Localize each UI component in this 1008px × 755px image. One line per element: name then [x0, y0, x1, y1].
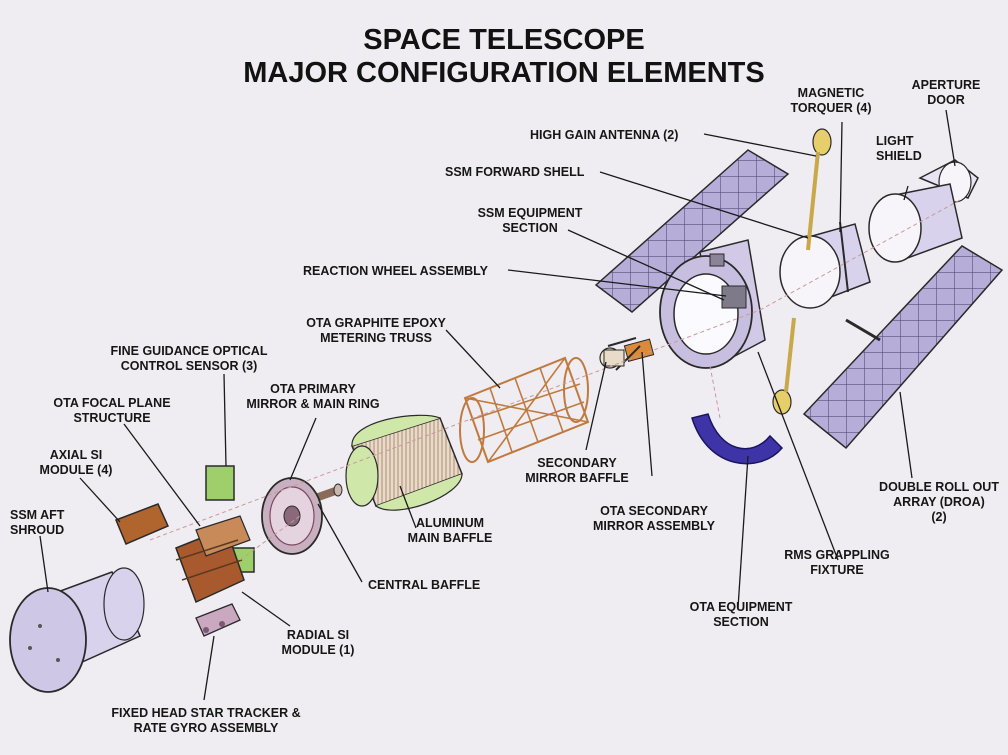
- label-ota-truss-line1: OTA GRAPHITE EPOXY: [306, 316, 446, 330]
- high-gain-antenna-bottom: [772, 317, 796, 415]
- label-aluminum-baffle-line1: ALUMINUM: [415, 516, 485, 530]
- label-fgs-line1: FINE GUIDANCE OPTICAL: [110, 344, 268, 358]
- label-ssm-aft-line2: SHROUD: [10, 523, 65, 537]
- label-droa-line3: (2): [931, 510, 947, 524]
- label-central-baffle: CENTRAL BAFFLE: [368, 578, 481, 592]
- ota-primary-mirror: [261, 477, 323, 555]
- label-ota-focal-line2: STRUCTURE: [73, 411, 151, 425]
- high-gain-antenna-top: [806, 128, 832, 251]
- label-aluminum-baffle-line2: MAIN BAFFLE: [407, 531, 493, 545]
- title-line-2: MAJOR CONFIGURATION ELEMENTS: [243, 57, 765, 89]
- label-droa-line1: DOUBLE ROLL OUT: [879, 480, 999, 494]
- label-ota-primary-line2: MIRROR & MAIN RING: [246, 397, 380, 411]
- label-magnetic-torquer: MAGNETIC TORQUER (4): [790, 86, 872, 116]
- aluminum-main-baffle: [345, 414, 463, 511]
- label-reaction-wheel-assembly: REACTION WHEEL ASSEMBLY: [303, 264, 488, 278]
- label-ota-focal-line1: OTA FOCAL PLANE: [53, 396, 171, 410]
- ota-equipment-section: [691, 413, 784, 465]
- axial-si-module: [115, 503, 169, 545]
- label-ota-primary-mirror: OTA PRIMARY MIRROR & MAIN RING: [238, 382, 388, 412]
- label-ota-truss-line2: METERING TRUSS: [320, 331, 432, 345]
- label-ota-metering-truss: OTA GRAPHITE EPOXY METERING TRUSS: [296, 316, 456, 346]
- label-ssm-equipment-line2: SECTION: [502, 221, 558, 235]
- label-aperture-door-line1: APERTURE: [911, 78, 981, 92]
- label-radial-si-module: RADIAL SI MODULE (1): [270, 628, 366, 658]
- label-aluminum-main-baffle: ALUMINUM MAIN BAFFLE: [400, 516, 500, 546]
- label-radial-si-line1: RADIAL SI: [286, 628, 350, 642]
- label-droa: DOUBLE ROLL OUT ARRAY (DROA) (2): [876, 480, 1002, 525]
- label-ota-equipment-line2: SECTION: [713, 615, 769, 629]
- label-ota-equipment-line1: OTA EQUIPMENT: [689, 600, 793, 614]
- label-fine-guidance-sensor: FINE GUIDANCE OPTICAL CONTROL SENSOR (3): [104, 344, 274, 374]
- label-fgs-line2: CONTROL SENSOR (3): [120, 359, 258, 373]
- ssm-equipment-section: [659, 239, 766, 369]
- secondary-mirror-baffle: [599, 347, 625, 369]
- light-shield: [868, 183, 963, 263]
- label-ssm-aft-line1: SSM AFT: [10, 508, 65, 522]
- title-line-1: SPACE TELESCOPE: [363, 24, 645, 56]
- ssm-forward-shell: [779, 221, 871, 309]
- label-secondary-mirror-baffle: SECONDARY MIRROR BAFFLE: [520, 456, 634, 486]
- leader-lines: [39, 109, 956, 701]
- label-axial-si-line2: MODULE (4): [39, 463, 113, 477]
- label-ssm-equipment-line1: SSM EQUIPMENT: [477, 206, 583, 220]
- label-magnetic-torquer-line1: MAGNETIC: [797, 86, 865, 100]
- label-fhst-line1: FIXED HEAD STAR TRACKER &: [111, 706, 301, 720]
- ssm-aft-shroud: [9, 567, 145, 693]
- droa-right-panel: [802, 245, 1004, 450]
- label-ssm-forward-shell: SSM FORWARD SHELL: [445, 165, 585, 179]
- label-ota-equipment-section: OTA EQUIPMENT SECTION: [676, 600, 806, 630]
- label-rms-line2: FIXTURE: [810, 563, 864, 577]
- droa-left-panel: [594, 149, 790, 313]
- label-light-shield: LIGHT SHIELD: [876, 134, 922, 164]
- label-light-shield-line1: LIGHT: [876, 134, 914, 148]
- label-fhst-line2: RATE GYRO ASSEMBLY: [133, 721, 279, 735]
- label-high-gain-antenna: HIGH GAIN ANTENNA (2): [530, 128, 679, 142]
- ota-metering-truss: [459, 356, 590, 464]
- label-fixed-head-star-tracker: FIXED HEAD STAR TRACKER & RATE GYRO ASSE…: [66, 706, 346, 736]
- label-ota-secondary-line1: OTA SECONDARY: [600, 504, 708, 518]
- label-magnetic-torquer-line2: TORQUER (4): [790, 101, 872, 115]
- fixed-head-star-tracker: [195, 603, 241, 637]
- label-light-shield-line2: SHIELD: [876, 149, 922, 163]
- label-rms-line1: RMS GRAPPLING: [784, 548, 890, 562]
- label-ota-secondary-mirror-assembly: OTA SECONDARY MIRROR ASSEMBLY: [584, 504, 724, 534]
- label-ota-primary-line1: OTA PRIMARY: [270, 382, 356, 396]
- label-aperture-door-line2: DOOR: [927, 93, 965, 107]
- label-secondary-baffle-line1: SECONDARY: [537, 456, 617, 470]
- label-droa-line2: ARRAY (DROA): [893, 495, 985, 509]
- label-ssm-aft-shroud: SSM AFT SHROUD: [10, 508, 64, 538]
- label-secondary-baffle-line2: MIRROR BAFFLE: [525, 471, 629, 485]
- label-ssm-equipment-section: SSM EQUIPMENT SECTION: [470, 206, 590, 236]
- label-rms-grappling-fixture: RMS GRAPPLING FIXTURE: [776, 548, 898, 578]
- label-aperture-door: APERTURE DOOR: [908, 78, 984, 108]
- label-axial-si-module: AXIAL SI MODULE (4): [34, 448, 118, 478]
- label-axial-si-line1: AXIAL SI: [49, 448, 103, 462]
- label-ota-secondary-line2: MIRROR ASSEMBLY: [592, 519, 715, 533]
- label-ota-focal-plane: OTA FOCAL PLANE STRUCTURE: [50, 396, 174, 426]
- label-radial-si-line2: MODULE (1): [281, 643, 355, 657]
- alignment-lines: [149, 199, 961, 561]
- ota-focal-plane-structure: [175, 515, 251, 604]
